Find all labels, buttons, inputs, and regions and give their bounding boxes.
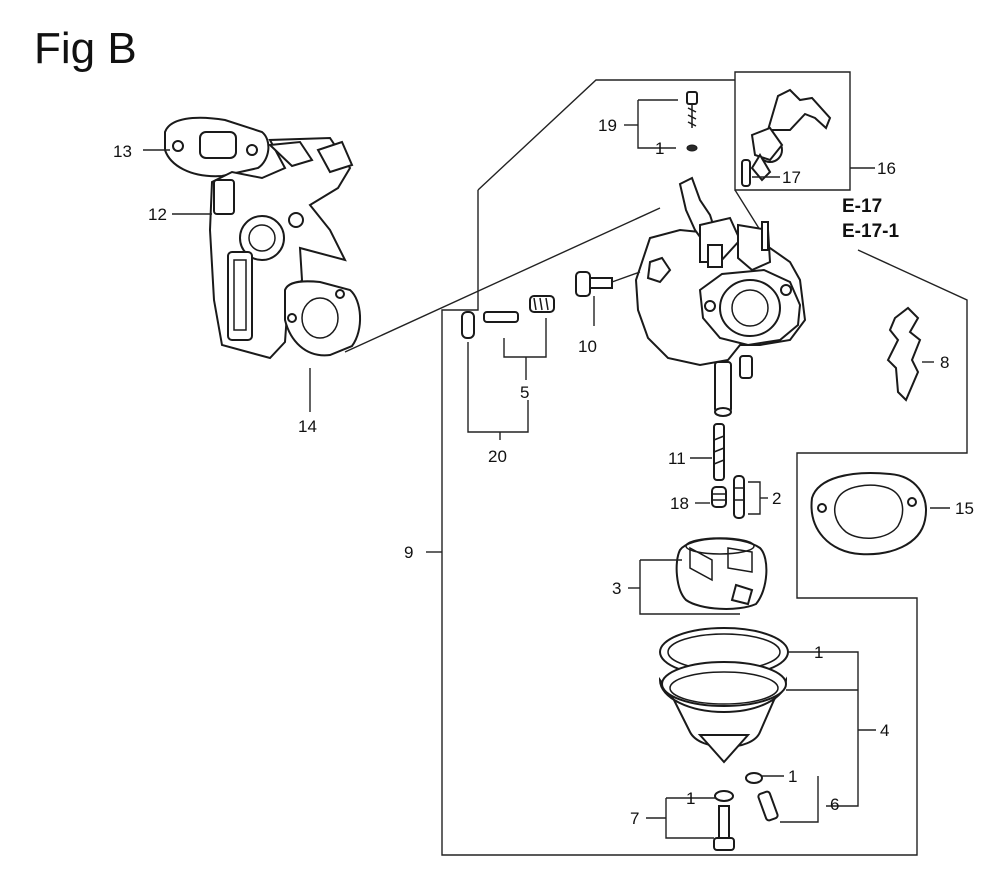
part-4-float-chamber xyxy=(658,627,789,764)
callout-18: 18 xyxy=(670,494,689,513)
callout-7: 7 xyxy=(630,809,639,828)
part-17-spring xyxy=(741,159,751,187)
callout-11: 11 xyxy=(668,449,686,468)
callout-2: 2 xyxy=(772,489,781,508)
part-2-pin xyxy=(733,475,745,519)
part-10-screw xyxy=(575,271,641,297)
callout-5: 5 xyxy=(520,383,529,402)
part-3-float xyxy=(675,537,768,610)
callout-1-chamber: 1 xyxy=(814,643,823,662)
callout-19: 19 xyxy=(598,116,617,135)
assembly-boundary-left xyxy=(441,190,968,856)
callout-3: 3 xyxy=(612,579,621,598)
part-8-float-valve xyxy=(886,306,922,402)
choke-leader xyxy=(734,189,761,231)
ref-e17-1: E-17-1 xyxy=(842,221,899,242)
part-5-pilot-screw xyxy=(461,295,555,339)
callout-1-top: 1 xyxy=(655,139,664,158)
part-19-screw xyxy=(686,91,698,152)
part-11-nozzle xyxy=(713,423,725,481)
part-14-gasket xyxy=(284,280,362,357)
callout-1-bolt: 1 xyxy=(686,789,695,808)
leader-lines xyxy=(143,99,950,839)
carburetor-body xyxy=(634,176,807,417)
choke-subgroup-box xyxy=(734,71,851,191)
part-18-jet xyxy=(711,486,727,508)
part-13-gasket xyxy=(164,116,270,178)
figure-title: Fig B xyxy=(34,24,137,73)
callout-20: 20 xyxy=(488,447,507,466)
part-12-bracket xyxy=(208,136,354,360)
gasket-leader xyxy=(344,207,661,353)
callout-1-drain: 1 xyxy=(788,767,797,786)
callout-6: 6 xyxy=(830,795,839,814)
callout-14: 14 xyxy=(298,417,317,436)
part-16-choke-lever xyxy=(750,88,832,182)
part-15-gasket xyxy=(810,472,927,556)
callout-8: 8 xyxy=(940,353,949,372)
ref-e17: E-17 xyxy=(842,196,882,217)
part-7-bolt xyxy=(713,790,735,851)
callout-10: 10 xyxy=(578,337,597,356)
assembly-boundary xyxy=(477,79,735,191)
part-6-drain-screw xyxy=(745,772,779,822)
callout-13: 13 xyxy=(113,142,132,161)
callout-17: 17 xyxy=(782,168,801,187)
callout-16: 16 xyxy=(877,159,896,178)
callout-9: 9 xyxy=(404,543,413,562)
callout-15: 15 xyxy=(955,499,974,518)
callout-12: 12 xyxy=(148,205,167,224)
callout-4: 4 xyxy=(880,721,889,740)
